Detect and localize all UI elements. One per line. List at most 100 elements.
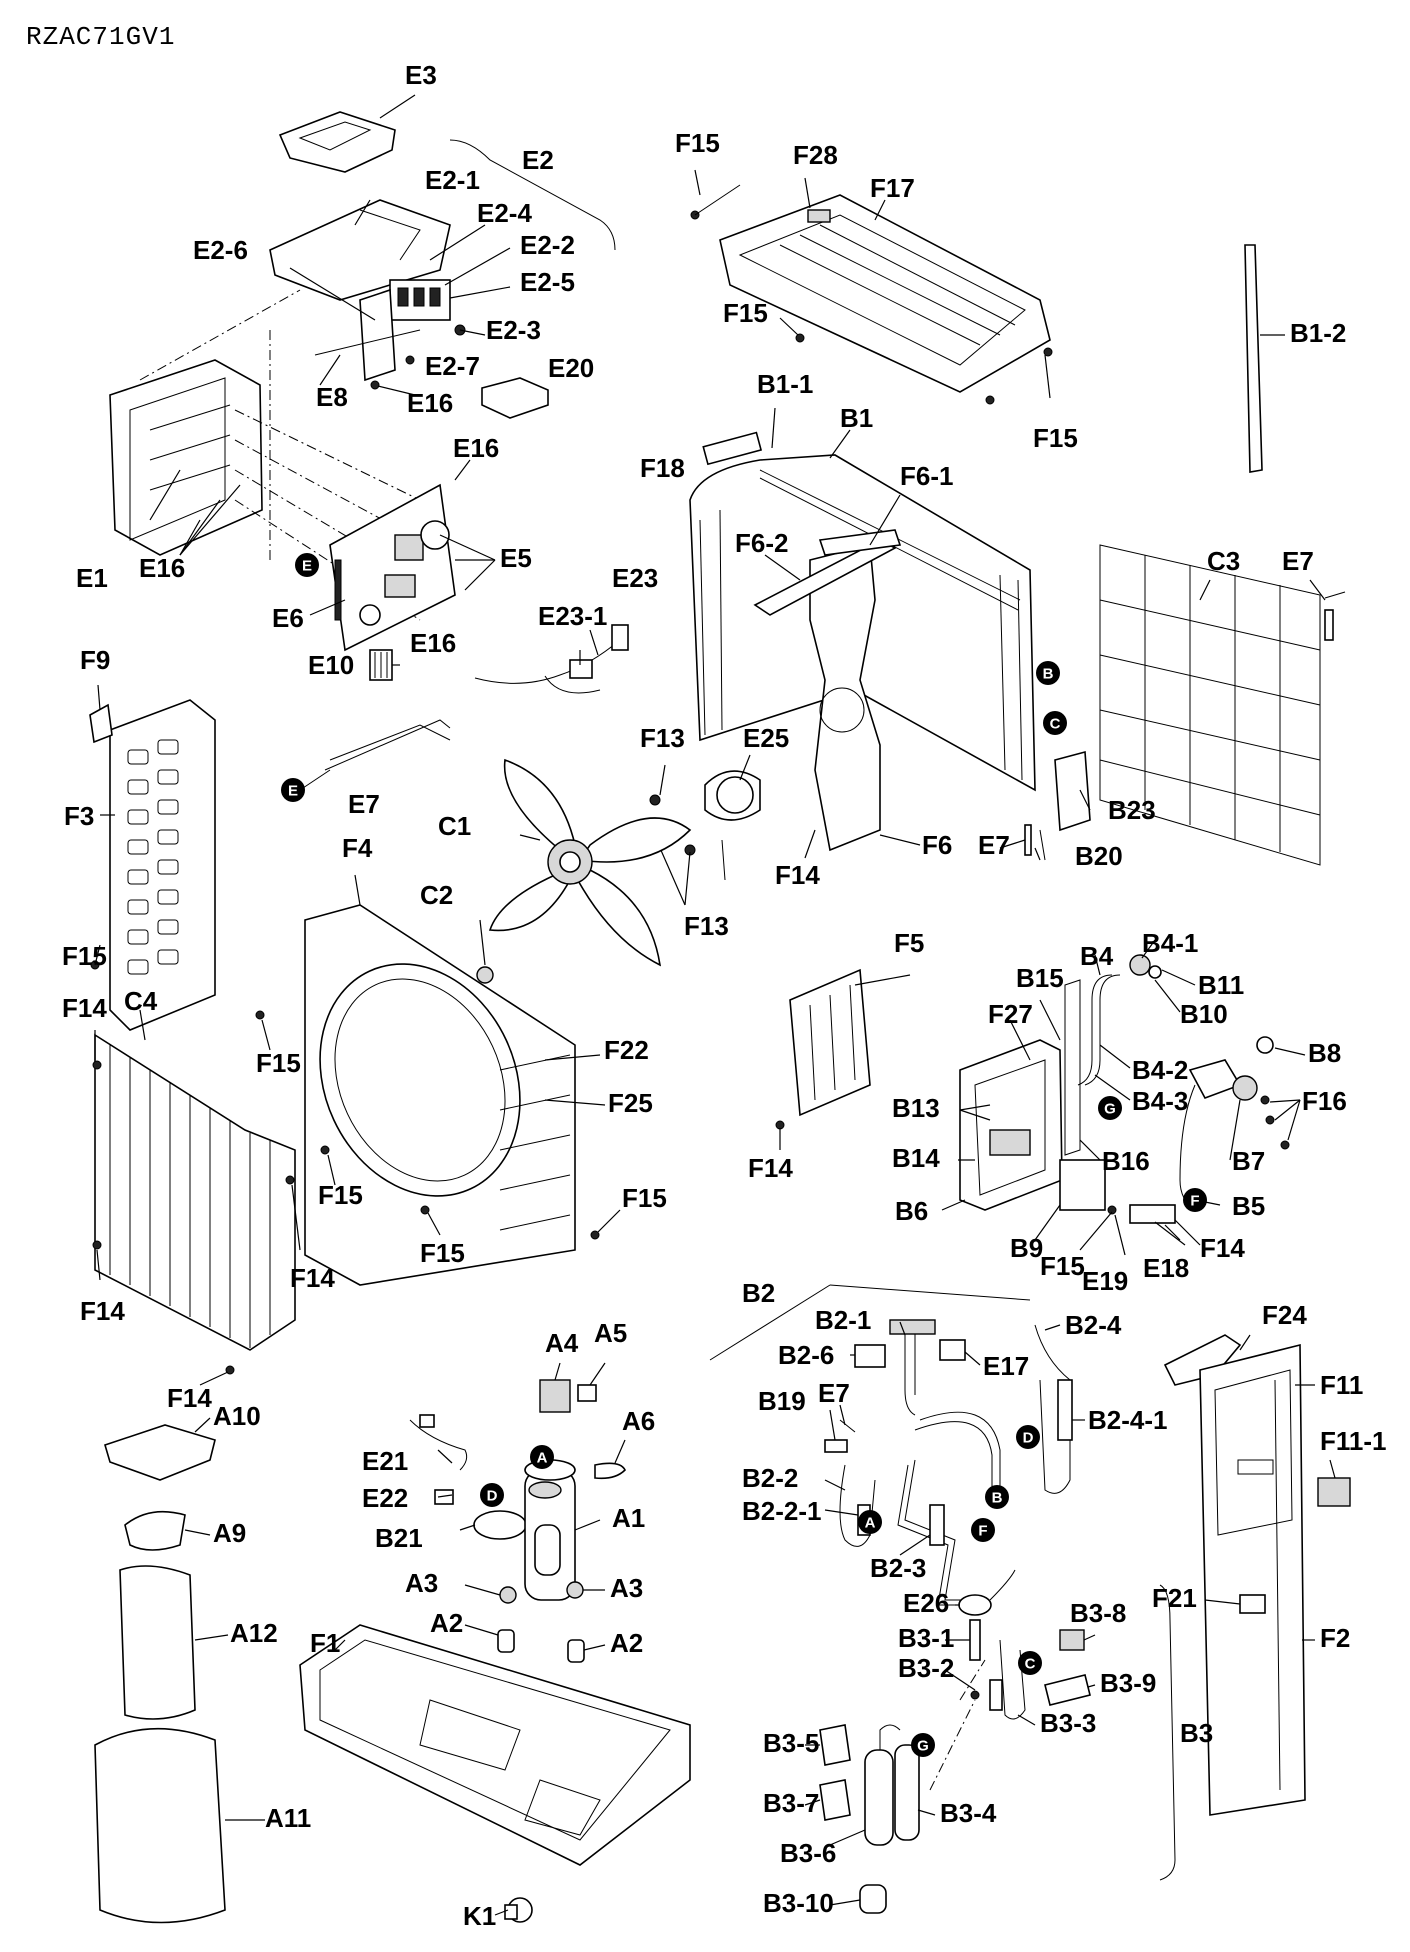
label-C4: C4 bbox=[124, 986, 158, 1016]
callout-G-b: G bbox=[911, 1733, 935, 1757]
label-F11-1: F11-1 bbox=[1320, 1426, 1387, 1456]
label-B20: B20 bbox=[1075, 841, 1123, 871]
label-B2: B2 bbox=[742, 1278, 775, 1308]
label-F22: F22 bbox=[604, 1035, 649, 1065]
label-A11: A11 bbox=[265, 1803, 311, 1833]
label-F16: F16 bbox=[1302, 1086, 1347, 1116]
label-B3-3: B3-3 bbox=[1040, 1708, 1096, 1738]
label-C2: C2 bbox=[420, 880, 453, 910]
label-F11: F11 bbox=[1320, 1370, 1363, 1400]
label-B9: B9 bbox=[1010, 1233, 1043, 1263]
electrical-box-group bbox=[109, 94, 629, 791]
label-E5: E5 bbox=[500, 543, 532, 573]
label-B7: B7 bbox=[1232, 1146, 1265, 1176]
callout-A-b: A bbox=[858, 1510, 882, 1534]
label-F15-d: F15 bbox=[62, 941, 107, 971]
label-B3-5: B3-5 bbox=[763, 1728, 819, 1758]
svg-text:F: F bbox=[1190, 1193, 1199, 1210]
label-E23: E23 bbox=[612, 563, 658, 593]
label-B23: B23 bbox=[1108, 795, 1156, 825]
label-E26: E26 bbox=[903, 1588, 949, 1618]
label-E21: E21 bbox=[362, 1446, 408, 1476]
callout-C-b: C bbox=[1018, 1651, 1042, 1675]
label-E19: E19 bbox=[1082, 1266, 1128, 1296]
label-E10: E10 bbox=[308, 650, 354, 680]
callout-C-a: C bbox=[1043, 711, 1067, 735]
callout-F-a: F bbox=[1183, 1188, 1207, 1212]
b3-group bbox=[804, 1569, 1176, 1914]
part-labels: E3 E2 E2-1 E2-4 E2-2 E2-6 E2-5 E2-3 E2-7… bbox=[62, 60, 1387, 1931]
label-A1: A1 bbox=[612, 1503, 645, 1533]
label-F18: F18 bbox=[640, 453, 685, 483]
label-F6: F6 bbox=[922, 830, 952, 860]
svg-text:G: G bbox=[1104, 1101, 1116, 1118]
label-E25: E25 bbox=[743, 723, 789, 753]
label-E8: E8 bbox=[316, 382, 348, 412]
side-panel-group bbox=[1163, 1334, 1351, 1816]
label-E16-b: E16 bbox=[453, 433, 499, 463]
svg-text:A: A bbox=[865, 1515, 876, 1532]
label-B2-4: B2-4 bbox=[1065, 1310, 1122, 1340]
label-E2-7: E2-7 bbox=[425, 351, 480, 381]
label-F5: F5 bbox=[894, 928, 924, 958]
svg-text:D: D bbox=[487, 1488, 498, 1505]
label-F14-f: F14 bbox=[748, 1153, 793, 1183]
front-panel-and-fan-group bbox=[89, 684, 692, 1386]
svg-text:C: C bbox=[1050, 716, 1061, 733]
label-E7-a: E7 bbox=[348, 789, 380, 819]
label-F15-i: F15 bbox=[1040, 1251, 1085, 1281]
svg-text:F: F bbox=[978, 1523, 987, 1540]
label-B19: B19 bbox=[758, 1386, 806, 1416]
label-E16-a: E16 bbox=[407, 388, 453, 418]
label-C1: C1 bbox=[438, 811, 471, 841]
label-A6: A6 bbox=[622, 1406, 655, 1436]
label-C3: C3 bbox=[1207, 546, 1240, 576]
rear-grille bbox=[1099, 544, 1321, 866]
label-A5: A5 bbox=[594, 1318, 627, 1348]
label-B14: B14 bbox=[892, 1143, 940, 1173]
label-B3-9: B3-9 bbox=[1100, 1668, 1156, 1698]
svg-text:E: E bbox=[302, 558, 312, 575]
compressor-group bbox=[94, 1362, 691, 1924]
label-B2-1: B2-1 bbox=[815, 1305, 871, 1335]
label-F2: F2 bbox=[1320, 1623, 1350, 1653]
label-B3-10: B3-10 bbox=[763, 1888, 834, 1918]
label-E7-b: E7 bbox=[1282, 546, 1314, 576]
label-E17: E17 bbox=[983, 1351, 1029, 1381]
svg-text:C: C bbox=[1025, 1656, 1036, 1673]
callout-A-a: A bbox=[530, 1445, 554, 1469]
label-F6-2: F6-2 bbox=[735, 528, 788, 558]
callout-E-b: E bbox=[281, 778, 305, 802]
label-F14-e: F14 bbox=[167, 1383, 212, 1413]
callout-markers: E E B C G F A bbox=[281, 553, 1207, 1757]
label-F15-g: F15 bbox=[622, 1183, 667, 1213]
label-F15-c: F15 bbox=[1033, 423, 1078, 453]
label-B3: B3 bbox=[1180, 1718, 1213, 1748]
label-A3-b: A3 bbox=[610, 1573, 643, 1603]
label-B5: B5 bbox=[1232, 1191, 1265, 1221]
label-B3-6: B3-6 bbox=[780, 1838, 836, 1868]
svg-text:D: D bbox=[1023, 1430, 1034, 1447]
label-B21: B21 bbox=[375, 1523, 423, 1553]
label-F13-a: F13 bbox=[640, 723, 685, 753]
label-B2-2: B2-2 bbox=[742, 1463, 798, 1493]
callout-B-b: B bbox=[985, 1485, 1009, 1509]
page-title: RZAC71GV1 bbox=[26, 22, 176, 52]
label-B2-6: B2-6 bbox=[778, 1340, 834, 1370]
callout-E-a: E bbox=[295, 553, 319, 577]
label-B15: B15 bbox=[1016, 963, 1064, 993]
label-F15-a: F15 bbox=[675, 128, 720, 158]
label-E6: E6 bbox=[272, 603, 304, 633]
label-B2-3: B2-3 bbox=[870, 1553, 926, 1583]
label-B1-1: B1-1 bbox=[757, 369, 813, 399]
label-B3-8: B3-8 bbox=[1070, 1598, 1126, 1628]
label-E2-3: E2-3 bbox=[486, 315, 541, 345]
label-E7-c: E7 bbox=[978, 830, 1010, 860]
label-B6: B6 bbox=[895, 1196, 928, 1226]
label-E18: E18 bbox=[1143, 1253, 1189, 1283]
label-B11: B11 bbox=[1198, 970, 1244, 1000]
label-F6-1: F6-1 bbox=[900, 461, 953, 491]
label-F15-h: F15 bbox=[420, 1238, 465, 1268]
label-E16-d: E16 bbox=[410, 628, 456, 658]
label-B3-1: B3-1 bbox=[898, 1623, 954, 1653]
